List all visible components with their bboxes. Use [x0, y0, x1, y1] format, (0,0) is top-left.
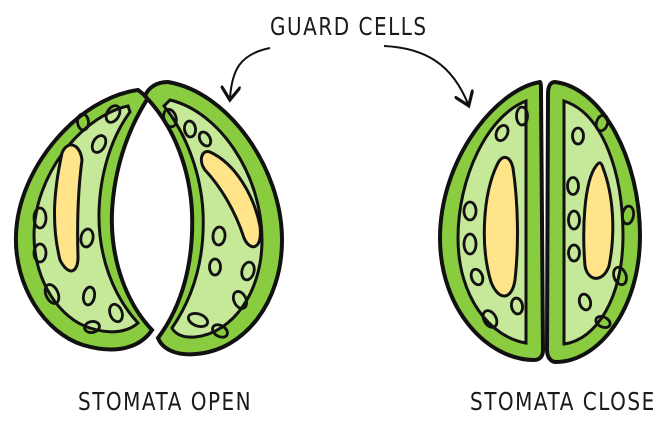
guard-cell-open-left — [16, 90, 152, 349]
guard-cell-closed-left — [440, 82, 543, 360]
guard-cell-closed-right — [547, 82, 640, 362]
stomata-open-caption: STOMATA OPEN — [78, 386, 252, 416]
stomata-closed-caption: STOMATA CLOSED — [470, 386, 655, 416]
guard-cells-label: GUARD CELLS — [270, 11, 428, 41]
stomata-open-group — [16, 82, 282, 354]
guard-cell-open-right — [145, 82, 282, 354]
arrow-right — [384, 46, 468, 104]
stomata-closed-group — [440, 82, 640, 362]
arrow-left — [230, 48, 270, 98]
